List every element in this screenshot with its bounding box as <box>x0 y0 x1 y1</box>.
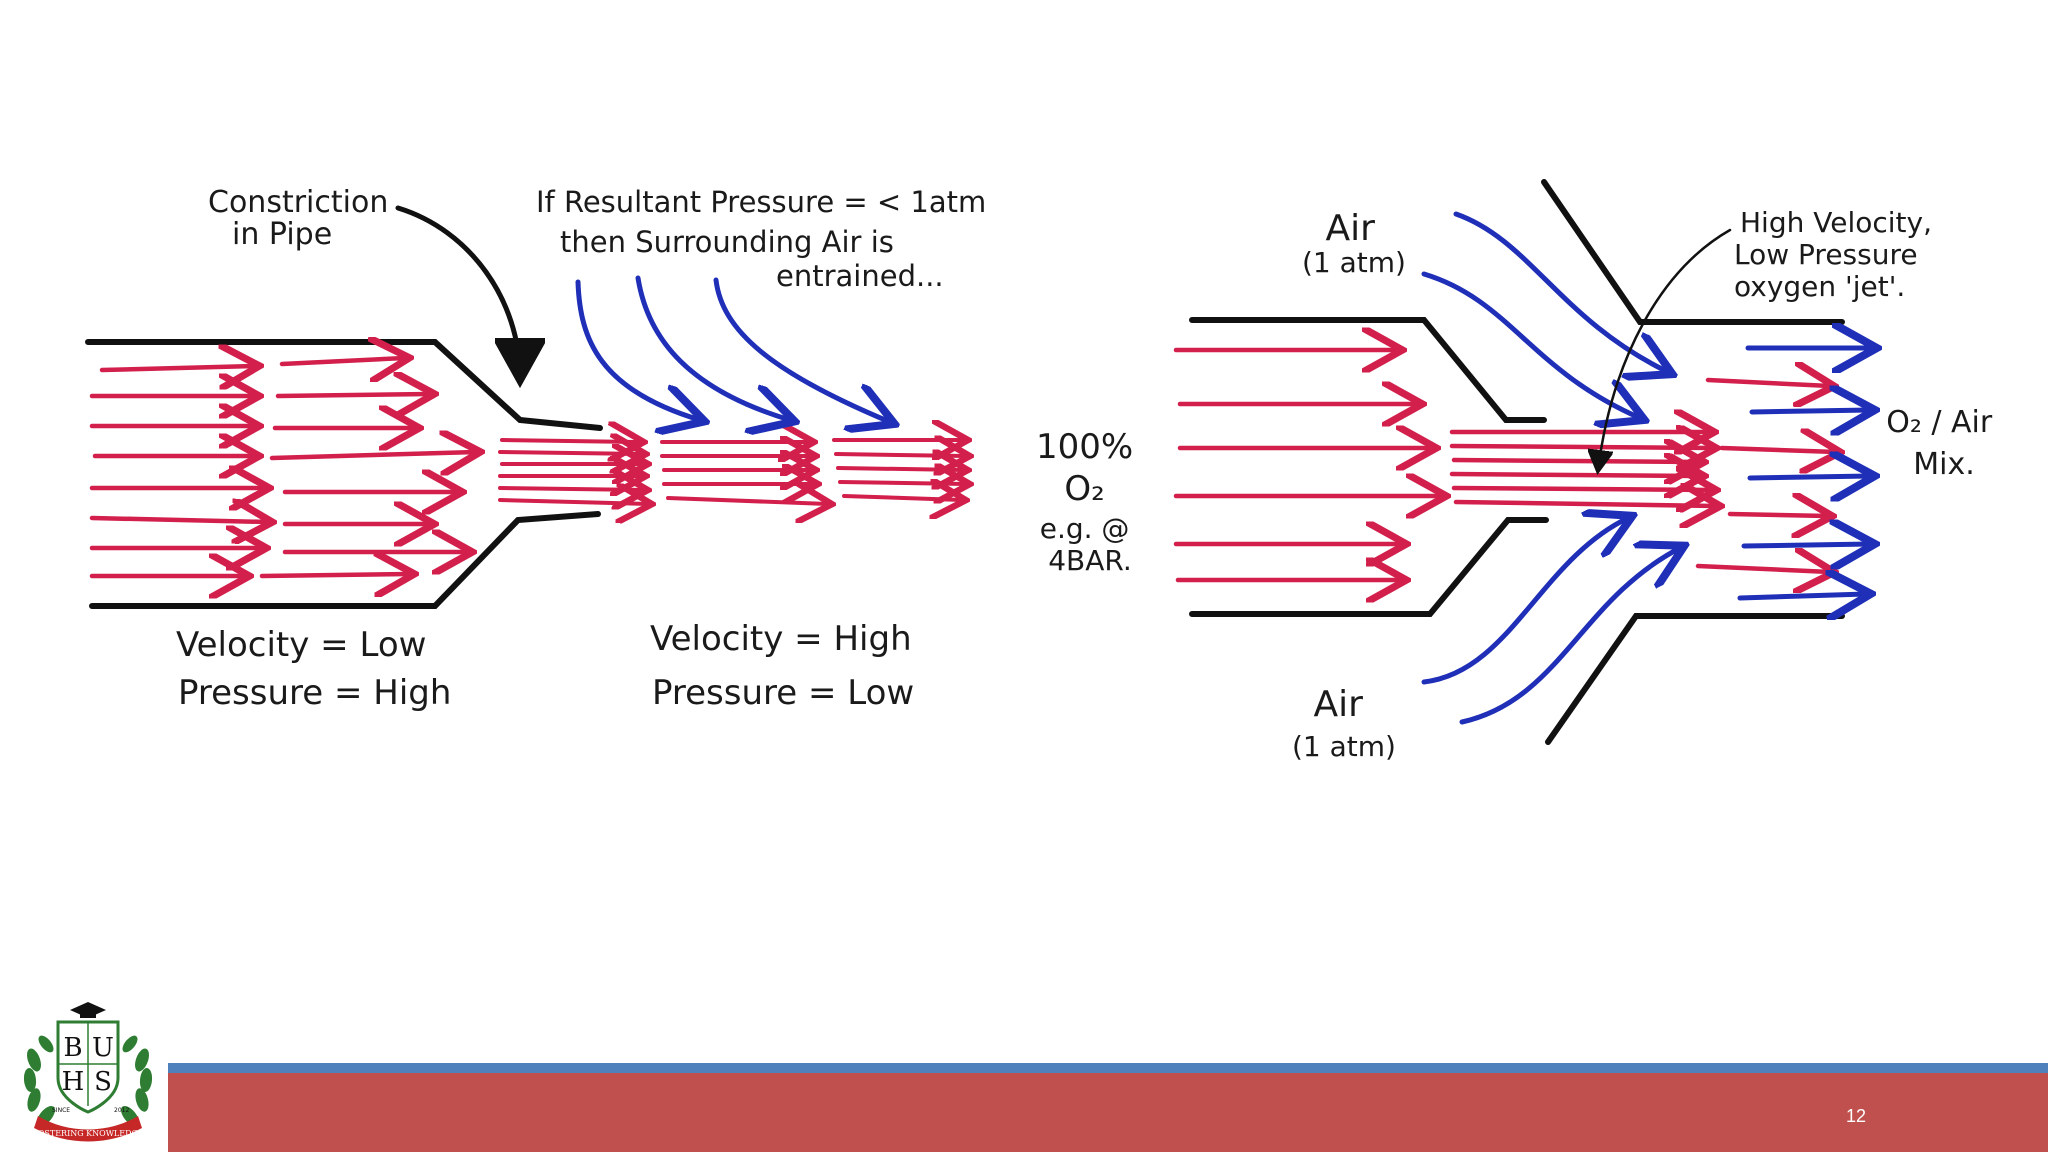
oxygen-pipe-top <box>1189 317 1547 423</box>
pipe-wall-top <box>85 339 603 431</box>
red-flow-arrows-narrow <box>498 440 966 504</box>
outlet-pressure-label: Pressure = Low <box>652 673 914 713</box>
jet-note-line2: Low Pressure <box>1734 238 1918 271</box>
mask-wall-top <box>1541 179 1845 325</box>
buhs-logo: B U H S SINCE 2012 FOSTERING KNOWLEDGE <box>23 1002 153 1142</box>
oxygen-flow-arrows <box>1173 350 1836 580</box>
left-venturi: Constriction in Pipe If Resultant Pressu… <box>85 185 995 713</box>
logo-letter-b: B <box>63 1033 82 1063</box>
red-flow-arrows-wide <box>89 358 476 576</box>
svg-text:Velocity = Low Pressur: Velocity = Low Pressure = High <box>176 625 451 713</box>
blue-entrained-arrows <box>575 275 890 422</box>
logo-since: SINCE <box>52 1107 70 1114</box>
pressure-note-line3: entrained... <box>776 259 944 293</box>
air-top-pressure: (1 atm) <box>1302 246 1406 279</box>
footer-accent-bar <box>168 1063 2048 1073</box>
constriction-label-line2: in Pipe <box>232 217 332 252</box>
svg-text:Air (1 atm): Air (1 atm) <box>1292 684 1396 763</box>
logo-year: 2012 <box>114 1107 129 1114</box>
mask-wall-bottom <box>1545 613 1845 745</box>
jet-note-line3: oxygen 'jet'. <box>1734 270 1905 303</box>
oxygen-percent-label: 100% <box>1036 427 1133 467</box>
inlet-velocity-label: Velocity = Low <box>176 625 426 665</box>
oxygen-pressure-label-line1: e.g. @ <box>1040 512 1130 545</box>
page-number: 12 <box>1845 1106 1867 1126</box>
pressure-note-line1: If Resultant Pressure = < 1atm <box>536 185 986 219</box>
oxygen-symbol-label: O₂ <box>1064 469 1104 509</box>
oxygen-pressure-label-line2: 4BAR. <box>1048 544 1132 577</box>
logo-motto: FOSTERING KNOWLEDGE <box>32 1129 144 1138</box>
mix-label-line1: O₂ / Air <box>1886 405 1993 440</box>
constriction-label-line1: Constriction <box>208 185 388 220</box>
pressure-note-line2: then Surrounding Air is <box>560 225 894 259</box>
svg-text:Constriction in Pipe: Constriction in Pipe <box>208 185 398 252</box>
svg-text:O₂ / Air Mix.: O₂ / Air Mix. <box>1886 405 2002 482</box>
footer-bar <box>168 1073 2048 1152</box>
inlet-pressure-label: Pressure = High <box>178 673 451 713</box>
svg-text:Air (1 atm): Air (1 atm) <box>1302 208 1406 279</box>
air-bottom-pressure: (1 atm) <box>1292 730 1396 763</box>
air-bottom-label: Air <box>1314 684 1364 725</box>
constriction-pointer-arrow <box>395 205 520 378</box>
oxygen-pipe-bottom <box>1189 517 1549 617</box>
svg-text:High Velocity, Low Pre: High Velocity, Low Pressure oxygen 'jet'… <box>1734 206 1941 303</box>
svg-text:If Resultant Pressure = < 1atm: If Resultant Pressure = < 1atm then Surr… <box>536 185 995 293</box>
svg-text:Velocity = High Pressu: Velocity = High Pressure = Low <box>650 619 922 713</box>
logo-letter-s: S <box>94 1067 112 1097</box>
logo-letter-h: H <box>62 1067 85 1097</box>
air-top-label: Air <box>1326 208 1376 249</box>
right-venturi-mask: Air (1 atm) Air (1 atm) High Velocity, L… <box>1036 179 2002 763</box>
mix-label-line2: Mix. <box>1913 447 1975 482</box>
svg-text:100% O₂ e.g. @: 100% O₂ e.g. @ 4BAR. <box>1036 427 1144 577</box>
outlet-velocity-label: Velocity = High <box>650 619 912 659</box>
logo-letter-u: U <box>92 1033 114 1063</box>
jet-note-line1: High Velocity, <box>1740 206 1932 239</box>
pipe-wall-bottom <box>89 511 601 609</box>
jet-pointer-arrow <box>1598 228 1732 470</box>
